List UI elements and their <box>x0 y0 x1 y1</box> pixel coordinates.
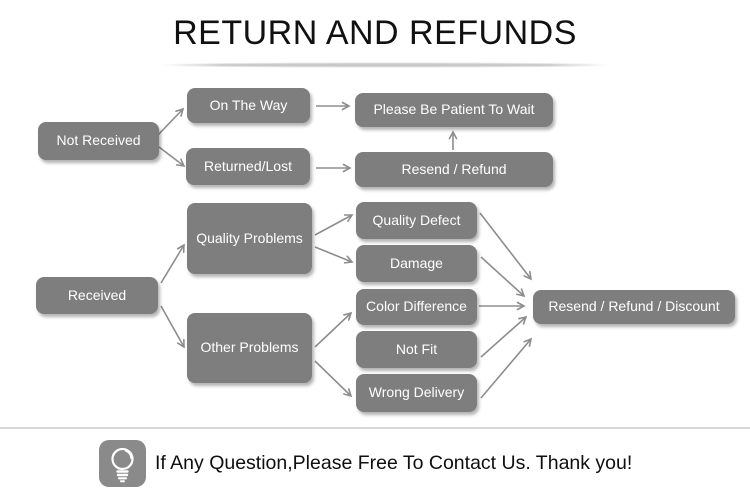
flow-node-on-the-way: On The Way <box>187 88 310 123</box>
arrow-other-problems-to-wrong-delivery <box>314 360 353 398</box>
flow-node-quality-problems: Quality Problems <box>187 203 312 274</box>
lightbulb-icon <box>99 440 146 487</box>
title-underline <box>158 63 613 67</box>
flow-node-label: On The Way <box>209 96 288 113</box>
arrow-not-received-to-on-the-way <box>157 107 185 136</box>
arrow-wrong-delivery-to-resend-refund-discount <box>480 337 533 399</box>
flow-node-label: Received <box>67 286 127 303</box>
flow-node-quality-defect: Quality Defect <box>356 202 477 239</box>
footer-divider <box>0 427 750 429</box>
page-title: RETURN AND REFUNDS <box>173 14 577 52</box>
arrow-quality-defect-to-resend-refund-discount <box>479 212 533 281</box>
flow-node-label: Resend / Refund / Discount <box>548 298 720 315</box>
flow-node-damage: Damage <box>356 245 477 282</box>
arrow-quality-problems-to-damage <box>314 246 354 264</box>
flow-node-label: Quality Defect <box>372 211 461 228</box>
flow-node-label: Resend / Refund <box>401 160 507 177</box>
arrow-damage-to-resend-refund-discount <box>480 256 526 298</box>
flow-node-returned-lost: Returned/Lost <box>186 148 310 185</box>
flow-node-not-received: Not Received <box>38 122 159 160</box>
flow-node-label: Please Be Patient To Wait <box>373 101 535 118</box>
flow-node-label: Wrong Delivery <box>368 384 465 401</box>
arrow-quality-problems-to-quality-defect <box>314 214 354 236</box>
flow-node-not-fit: Not Fit <box>356 331 477 368</box>
flow-node-resend-refund: Resend / Refund <box>355 152 553 187</box>
flow-node-label: Color Difference <box>366 298 467 315</box>
flow-node-label: Damage <box>390 254 443 271</box>
flow-node-other-problems: Other Problems <box>187 313 312 383</box>
flow-node-label: Returned/Lost <box>204 157 292 174</box>
arrow-received-to-other-problems <box>160 305 185 349</box>
footer-message: If Any Question,Please Free To Contact U… <box>155 452 633 474</box>
flow-node-please-be-patient-to-wait: Please Be Patient To Wait <box>355 93 553 127</box>
flow-node-label: Not Fit <box>395 340 438 357</box>
flow-node-label: Other Problems <box>200 339 299 356</box>
arrow-not-received-to-returned-lost <box>158 146 186 168</box>
flow-node-color-difference: Color Difference <box>356 289 477 325</box>
footer: If Any Question,Please Free To Contact U… <box>99 440 632 487</box>
arrow-received-to-quality-problems <box>160 243 185 284</box>
flow-node-label: Quality Problems <box>196 229 303 246</box>
arrow-not-fit-to-resend-refund-discount <box>480 315 528 358</box>
flow-node-wrong-delivery: Wrong Delivery <box>356 374 477 412</box>
flow-node-label: Not Received <box>56 132 141 149</box>
flow-node-resend-refund-discount: Resend / Refund / Discount <box>533 290 735 324</box>
arrow-other-problems-to-color-difference <box>314 311 353 348</box>
flow-node-received: Received <box>36 277 158 314</box>
